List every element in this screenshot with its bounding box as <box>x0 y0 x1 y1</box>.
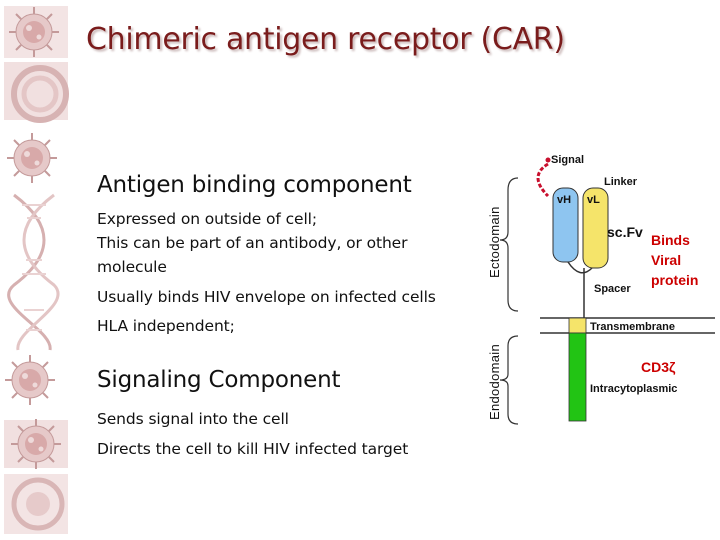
slide-title: Chimeric antigen receptor (CAR) <box>86 22 565 57</box>
virus-icon <box>11 477 65 531</box>
text-line: molecule <box>97 258 167 276</box>
vl-domain <box>582 187 609 269</box>
antigen-binding-heading: Antigen binding component <box>97 172 412 198</box>
ectodomain-label: Ectodomain <box>487 206 502 278</box>
car-structure-diagram: Ectodomain Endodomain Signal vH vL Linke… <box>487 154 715 425</box>
text-line: Sends signal into the cell <box>97 410 289 428</box>
virus-icon <box>6 132 58 184</box>
binds-label-line1: Binds <box>651 232 690 248</box>
signal-label: Signal <box>551 154 584 166</box>
linker-label: Linker <box>604 176 638 188</box>
cd3-label: CD3ζ <box>641 359 676 375</box>
binds-label-line2: Viral <box>651 252 681 268</box>
vh-domain <box>552 187 579 263</box>
text-line: Usually binds HIV envelope on infected c… <box>97 288 436 306</box>
signal-peptide <box>545 157 551 163</box>
scfv-label: sc.Fv <box>607 224 643 240</box>
virus-icon <box>4 354 56 406</box>
text-line: Expressed on outside of cell; <box>97 210 317 228</box>
text-line: HLA independent; <box>97 317 235 335</box>
cd3-zeta-chain <box>568 332 587 422</box>
virus-icon <box>11 65 69 123</box>
dna-helix-icon <box>7 193 60 351</box>
signaling-heading: Signaling Component <box>97 367 341 393</box>
text-line: Directs the cell to kill HIV infected ta… <box>97 440 409 458</box>
signal-arrow <box>536 162 550 198</box>
vl-label: vL <box>587 194 600 206</box>
virus-icon <box>10 418 62 470</box>
transmembrane-label: Transmembrane <box>590 321 675 333</box>
vh-label: vH <box>557 194 571 206</box>
transmembrane-segment <box>568 317 587 334</box>
virus-icon <box>8 6 60 58</box>
binds-label-line3: protein <box>651 272 698 288</box>
intracytoplasmic-label: Intracytoplasmic <box>590 383 677 395</box>
endodomain-brace <box>499 335 519 425</box>
linker <box>567 261 593 274</box>
decorative-sidebar <box>4 6 69 534</box>
text-line: This can be part of an antibody, or othe… <box>97 234 408 252</box>
ectodomain-brace <box>499 177 519 312</box>
spacer-label: Spacer <box>594 283 631 295</box>
endodomain-label: Endodomain <box>487 344 502 420</box>
